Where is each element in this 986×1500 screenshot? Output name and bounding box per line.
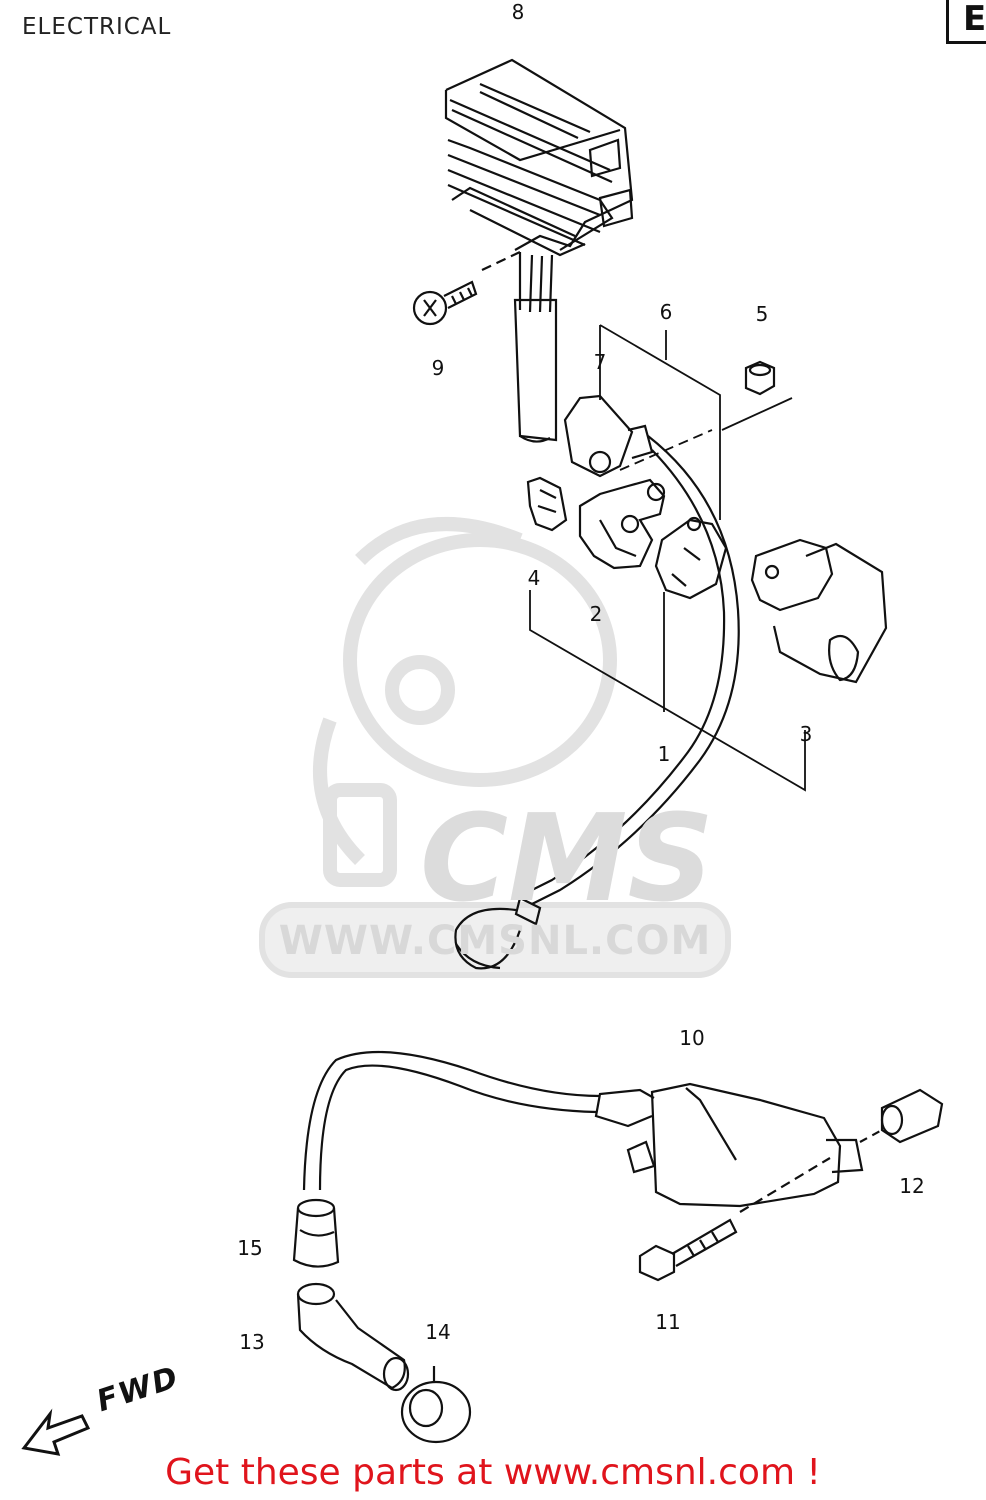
screw-9 bbox=[412, 251, 521, 326]
ignition-coil-10 bbox=[302, 1050, 864, 1208]
stator-1 bbox=[654, 516, 728, 600]
nut-5 bbox=[744, 360, 776, 396]
watermark-brand: CMS bbox=[420, 790, 714, 929]
watermark-url: WWW.CMSNL.COM bbox=[278, 918, 712, 964]
callout-3[interactable]: 3 bbox=[799, 722, 813, 746]
seal-15 bbox=[292, 1198, 340, 1268]
callout-11[interactable]: 11 bbox=[655, 1310, 681, 1334]
watermark-logo bbox=[259, 517, 731, 978]
section-tab: E bbox=[946, 0, 986, 44]
bolt-11 bbox=[638, 1157, 831, 1282]
pulser-2 bbox=[578, 478, 666, 570]
page-title: ELECTRICAL bbox=[22, 14, 172, 40]
callout-4[interactable]: 4 bbox=[527, 566, 541, 590]
footer-link[interactable]: Get these parts at www.cmsnl.com ! bbox=[165, 1452, 821, 1493]
callout-5[interactable]: 5 bbox=[755, 302, 769, 326]
callout-15[interactable]: 15 bbox=[237, 1236, 263, 1260]
plug-cap-13 bbox=[296, 1282, 410, 1392]
callout-2[interactable]: 2 bbox=[589, 602, 603, 626]
collar-12 bbox=[859, 1088, 944, 1144]
callout-14[interactable]: 14 bbox=[425, 1320, 451, 1344]
callout-6[interactable]: 6 bbox=[659, 300, 673, 324]
callout-12[interactable]: 12 bbox=[899, 1174, 925, 1198]
callout-10[interactable]: 10 bbox=[679, 1026, 705, 1050]
callout-8[interactable]: 8 bbox=[511, 0, 525, 24]
assembly-bracket bbox=[529, 324, 806, 792]
connector-4 bbox=[526, 476, 568, 532]
callout-13[interactable]: 13 bbox=[239, 1330, 265, 1354]
callout-7[interactable]: 7 bbox=[593, 350, 607, 374]
callout-9[interactable]: 9 bbox=[431, 356, 445, 380]
regulator-rectifier bbox=[444, 58, 634, 443]
fwd-arrow bbox=[21, 1408, 91, 1456]
section-tab-letter: E bbox=[963, 0, 986, 39]
cover-14 bbox=[400, 1366, 472, 1444]
plug-cap-7 bbox=[454, 394, 740, 970]
callout-1[interactable]: 1 bbox=[657, 742, 671, 766]
unit-3 bbox=[750, 538, 888, 684]
